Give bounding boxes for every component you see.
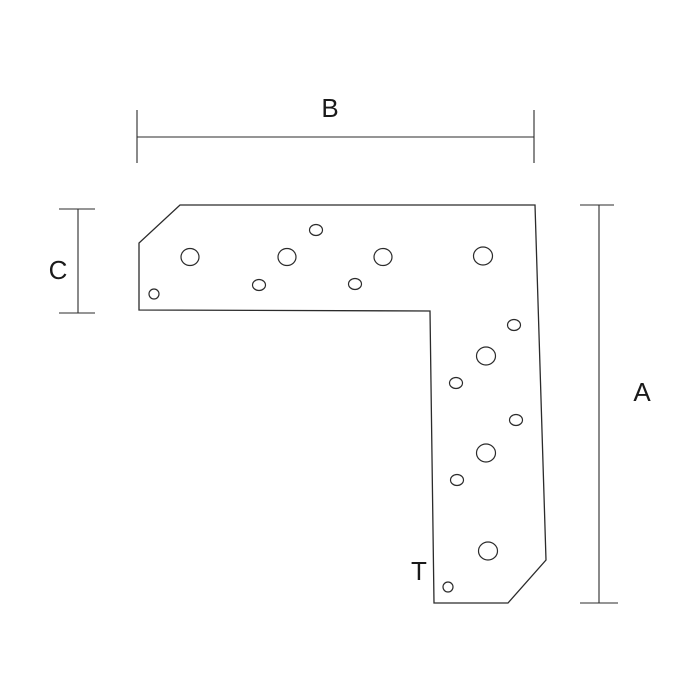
large-hole: [277, 247, 297, 267]
small-hole: [251, 278, 267, 292]
large-hole: [373, 247, 393, 267]
vertical-leg-holes: [442, 318, 524, 593]
large-hole: [180, 247, 200, 267]
small-hole: [508, 413, 524, 427]
small-hole: [449, 473, 465, 487]
large-hole: [477, 541, 499, 561]
small-hole: [308, 223, 324, 237]
large-hole: [475, 443, 497, 463]
dimension-b: B: [136, 93, 535, 163]
small-hole: [148, 288, 160, 300]
large-hole: [472, 246, 494, 266]
bracket-plate-outline: [138, 204, 547, 604]
dimension-a: A: [580, 204, 651, 604]
horizontal-leg-holes: [148, 223, 494, 300]
small-hole: [448, 376, 464, 390]
large-hole: [475, 346, 497, 366]
dimension-a-label: A: [633, 377, 651, 407]
dimension-b-label: B: [321, 93, 338, 123]
small-hole: [506, 318, 522, 332]
thickness-label: T: [411, 556, 427, 586]
small-hole: [347, 277, 363, 291]
dimension-c-label: C: [49, 255, 68, 285]
dimension-c: C: [49, 208, 95, 314]
small-hole: [442, 581, 454, 593]
